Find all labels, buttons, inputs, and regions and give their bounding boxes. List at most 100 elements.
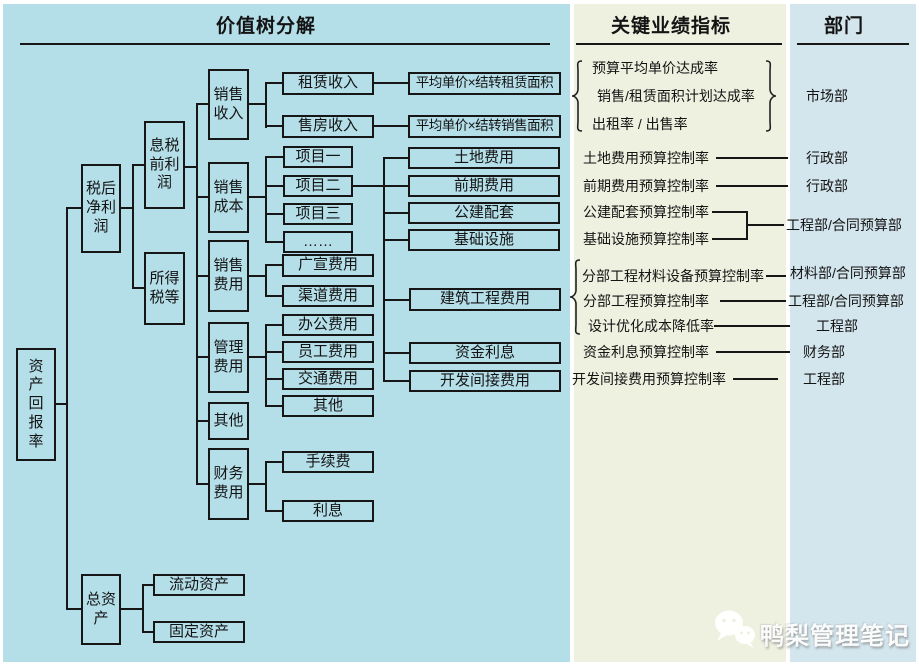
node-construction-cost: 建筑工程费用 (409, 288, 561, 311)
tree-connector (249, 275, 266, 277)
node-ebit: 息税前利润 (144, 121, 185, 209)
kpi-connector (720, 300, 786, 302)
title-underline (797, 43, 909, 45)
node-staff-expense: 员工费用 (282, 341, 374, 363)
node-land-cost: 土地费用 (408, 147, 560, 169)
tree-connector (198, 103, 208, 105)
department-label: 工程部/合同预算部 (786, 217, 902, 233)
tree-connector (353, 185, 383, 187)
tree-connector (121, 207, 132, 209)
department-label: 财务部 (803, 344, 845, 360)
tree-connector (121, 608, 142, 610)
right-brace-icon (764, 59, 778, 133)
node-housing-income: 售房收入 (282, 115, 374, 138)
tree-connector (265, 405, 282, 407)
tree-connector (66, 207, 68, 610)
wechat-icon (710, 606, 758, 652)
kpi-connector (733, 378, 778, 380)
node-sales-expense: 销售费用 (208, 240, 249, 312)
tree-connector (198, 483, 208, 485)
left-brace-icon (570, 59, 584, 133)
node-income-tax: 所得税等 (144, 252, 185, 325)
node-project-1: 项目一 (283, 146, 353, 168)
kpi-item: 设计优化成本降低率 (588, 318, 714, 334)
tree-connector (265, 351, 282, 353)
tree-connector (54, 403, 68, 405)
tree-connector (385, 352, 409, 354)
tree-connector (265, 324, 282, 326)
tree-connector (142, 584, 144, 633)
node-dev-indirect-cost: 开发间接费用 (409, 370, 561, 392)
tree-connector (265, 156, 267, 243)
title-underline (20, 43, 550, 45)
tree-connector (385, 299, 409, 301)
node-fixed-assets: 固定资产 (153, 621, 245, 643)
department-label: 行政部 (806, 150, 848, 166)
kpi-item: 分部工程预算控制率 (583, 293, 709, 309)
tree-connector (198, 420, 208, 422)
tree-connector (265, 461, 267, 512)
tree-connector (385, 212, 408, 214)
kpi-item: 公建配套预算控制率 (583, 204, 709, 220)
tree-connector (132, 164, 134, 289)
tree-connector (265, 461, 282, 463)
node-capital-interest: 资金利息 (409, 342, 561, 364)
node-sales-revenue: 销售收入 (208, 69, 249, 140)
node-finance-expense: 财务费用 (208, 448, 249, 520)
node-ad-expense: 广宣费用 (282, 254, 374, 277)
department-label: 材料部/合同预算部 (790, 265, 906, 281)
kpi-item: 基础设施预算控制率 (583, 231, 709, 247)
tree-connector (132, 164, 144, 166)
node-other-admin: 其他 (282, 395, 374, 417)
tree-connector (198, 275, 208, 277)
value-tree-title: 价值树分解 (216, 16, 317, 37)
tree-connector (265, 125, 282, 127)
tree-connector (249, 356, 266, 358)
node-admin-expense: 管理费用 (208, 322, 249, 393)
tree-connector (265, 324, 267, 407)
node-project-more: …… (283, 231, 353, 253)
tree-connector (374, 125, 408, 127)
kpi-item: 前期费用预算控制率 (583, 178, 709, 194)
node-total-assets: 总资产 (81, 574, 121, 645)
value-tree-panel (3, 4, 570, 662)
title-underline (576, 43, 782, 45)
kpi-title: 关键业绩指标 (611, 16, 732, 37)
kpi-connector (746, 224, 784, 226)
kpi-connector (716, 185, 788, 187)
department-title: 部门 (824, 16, 865, 37)
node-interest: 利息 (282, 500, 374, 522)
node-rental-formula: 平均单价×结转租赁面积 (408, 72, 561, 95)
tree-connector (249, 483, 266, 485)
node-roa: 资产回报率 (16, 348, 56, 461)
kpi-panel (574, 4, 786, 662)
left-brace-icon (568, 258, 582, 336)
tree-connector (265, 510, 282, 512)
node-project-3: 项目三 (283, 203, 353, 225)
kpi-item: 分部工程材料设备预算控制率 (582, 268, 764, 284)
node-service-fee: 手续费 (282, 451, 374, 473)
tree-connector (196, 103, 198, 485)
tree-connector (383, 157, 385, 382)
department-panel (790, 4, 916, 662)
tree-connector (385, 157, 408, 159)
node-early-cost: 前期费用 (408, 175, 560, 197)
tree-connector (198, 356, 208, 358)
kpi-connector (712, 238, 746, 240)
kpi-connector (766, 275, 786, 277)
kpi-item: 开发间接费用预算控制率 (572, 371, 726, 387)
tree-connector (265, 378, 282, 380)
tree-connector (249, 103, 266, 105)
tree-connector (265, 264, 267, 297)
kpi-connector (716, 157, 788, 159)
tree-connector (249, 196, 266, 198)
tree-connector (265, 82, 267, 128)
tree-connector (185, 166, 196, 168)
kpi-connector (712, 211, 746, 213)
tree-connector (66, 207, 81, 209)
kpi-connector (716, 351, 790, 353)
node-other-expense: 其他 (208, 402, 249, 440)
node-project-2: 项目二 (283, 175, 353, 197)
tree-connector (265, 185, 283, 187)
